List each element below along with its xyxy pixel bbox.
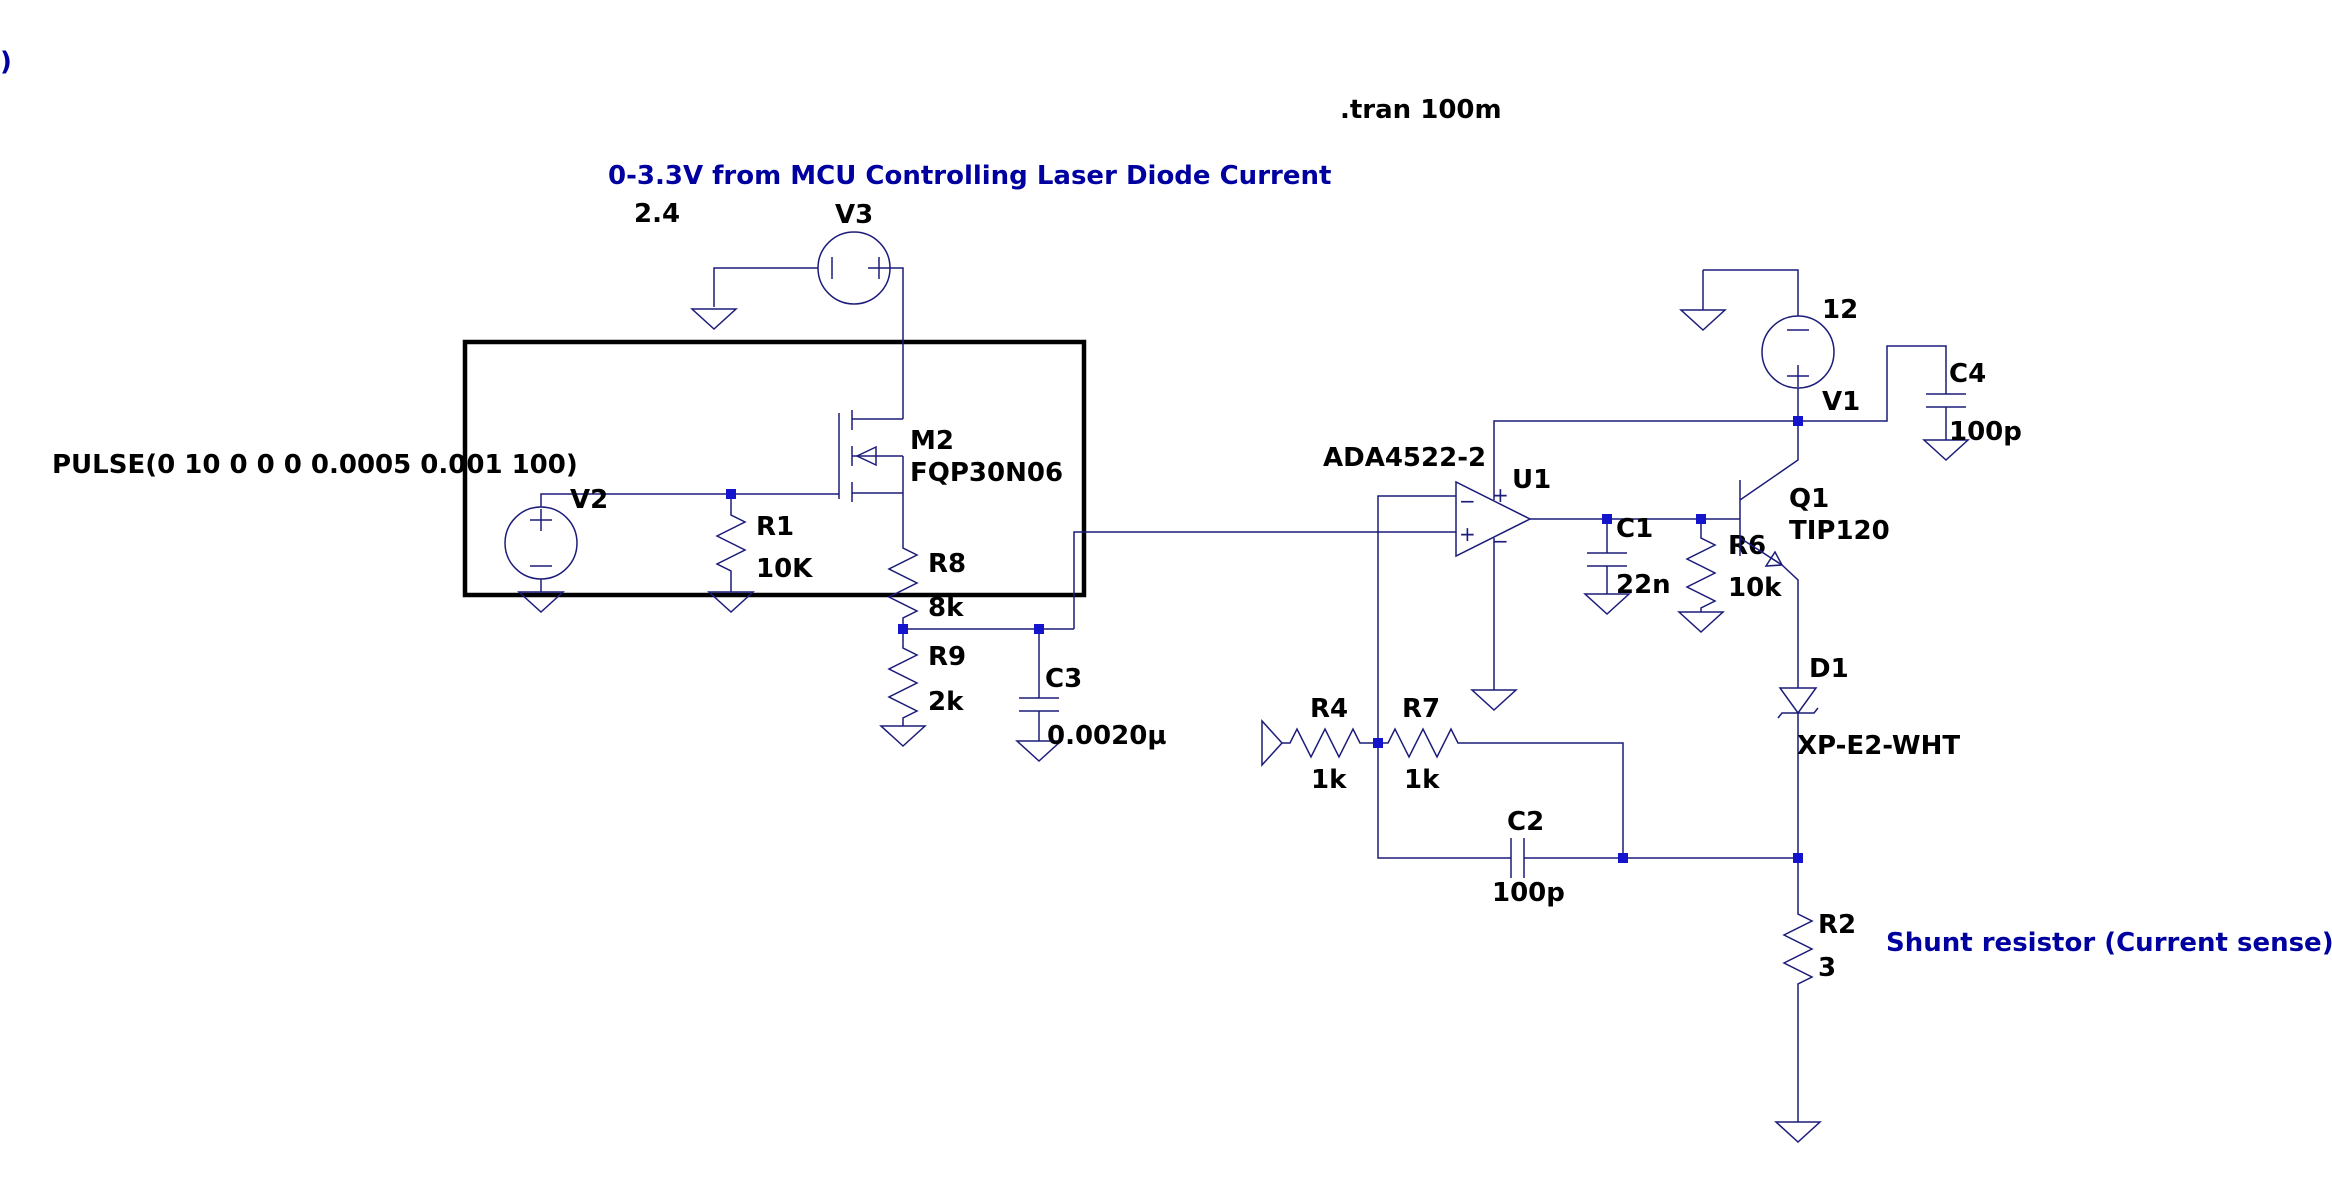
- resistor-r8[interactable]: [887, 540, 919, 629]
- transistor-q1[interactable]: [1723, 421, 1799, 688]
- c3-name-label: C3: [1045, 664, 1082, 694]
- junction-node: [726, 489, 736, 499]
- r1-name-label: R1: [756, 512, 794, 542]
- wire-v1-top: [1703, 269, 1799, 316]
- r2-name-label: R2: [1818, 910, 1856, 940]
- opamp-minus-supply: −: [1492, 529, 1509, 553]
- wire-r7-c2: [1465, 742, 1624, 858]
- junction-node: [1373, 738, 1383, 748]
- comment-shunt-resistor: Shunt resistor (Current sense): [1886, 928, 2332, 958]
- junction-node: [1618, 853, 1628, 863]
- comment-mcu-control: 0-3.3V from MCU Controlling Laser Diode …: [608, 161, 1331, 191]
- ground-icon-v3: [690, 308, 738, 331]
- junction-node: [898, 624, 908, 634]
- c4-value-label: 100p: [1949, 417, 2022, 447]
- opamp-triangle-icon: [1455, 480, 1532, 558]
- highlight-box: [462, 339, 1087, 598]
- resistor-r1[interactable]: [715, 507, 747, 592]
- r6-value-label: 10k: [1728, 573, 1782, 603]
- c1-name-label: C1: [1616, 514, 1653, 544]
- ground-icon-r2: [1774, 1121, 1822, 1144]
- m2-value-label: FQP30N06: [910, 458, 1063, 488]
- r8-value-label: 8k: [928, 593, 964, 623]
- c2-value-label: 100p: [1492, 878, 1565, 908]
- junction-node: [1602, 514, 1612, 524]
- junction-node: [1034, 624, 1044, 634]
- ground-icon-r6: [1677, 611, 1725, 634]
- ground-icon-c1: [1583, 593, 1631, 616]
- mosfet-m2[interactable]: [731, 410, 904, 502]
- wire-opamp-vplus: [1493, 420, 1798, 500]
- r1-value-label: 10K: [756, 554, 813, 584]
- r4-name-label: R4: [1310, 694, 1348, 724]
- m2-name-label: M2: [910, 426, 954, 456]
- resistor-r2[interactable]: [1782, 906, 1814, 1122]
- resistor-r4[interactable]: [1282, 727, 1378, 759]
- c4-name-label: C4: [1949, 359, 1986, 389]
- mosfet-arrow-icon: [855, 445, 877, 467]
- u1-name-label: U1: [1512, 465, 1551, 495]
- diode-triangle-icon: [1778, 687, 1818, 715]
- opamp-plus-supply: +: [1492, 483, 1509, 507]
- ground-icon-c4: [1922, 439, 1970, 462]
- ground-icon-c3: [1015, 740, 1063, 763]
- capacitor-c3[interactable]: [1019, 697, 1059, 712]
- resistor-r7[interactable]: [1378, 727, 1465, 759]
- ground-icon-r9: [879, 725, 927, 748]
- wire-v2-gate: [540, 493, 731, 507]
- c2-name-label: C2: [1507, 807, 1544, 837]
- ground-icon-v2: [517, 591, 565, 614]
- wire-divider-opamp: [1073, 531, 1456, 629]
- r4-value-label: 1k: [1311, 765, 1347, 795]
- v3-value-label: 2.4: [634, 199, 680, 229]
- tran-directive[interactable]: .tran 100m: [1340, 95, 1502, 125]
- voltage-source-v3[interactable]: [817, 231, 891, 305]
- capacitor-c1[interactable]: [1587, 552, 1627, 567]
- r6-name-label: R6: [1728, 531, 1766, 561]
- wire-v3-ground: [713, 267, 818, 307]
- v1-value-label: 12: [1822, 295, 1858, 325]
- q1-value-label: TIP120: [1789, 516, 1890, 546]
- voltage-source-v1[interactable]: [1761, 315, 1835, 389]
- capacitor-c2[interactable]: [1510, 838, 1525, 878]
- d1-value-label: XP-E2-WHT: [1797, 731, 1960, 761]
- junction-node: [1793, 416, 1803, 426]
- v1-name-label: V1: [1822, 387, 1860, 417]
- junction-node: [1793, 853, 1803, 863]
- v3-name-label: V3: [835, 200, 873, 230]
- v2-value-label: PULSE(0 10 0 0 0 0.0005 0.001 100): [52, 450, 578, 480]
- r9-name-label: R9: [928, 642, 966, 672]
- r2-value-label: 3: [1818, 953, 1836, 983]
- resistor-r6[interactable]: [1685, 530, 1717, 612]
- r7-value-label: 1k: [1404, 765, 1440, 795]
- u1-value-label: ADA4522-2: [1323, 443, 1486, 473]
- transistor-arrow-icon: [1764, 550, 1784, 567]
- q1-name-label: Q1: [1789, 484, 1829, 514]
- opamp-inverting: −: [1459, 489, 1476, 513]
- c3-value-label: 0.0020µ: [1047, 721, 1166, 751]
- r9-value-label: 2k: [928, 687, 964, 717]
- junction-node: [1696, 514, 1706, 524]
- capacitor-c4[interactable]: [1926, 393, 1966, 408]
- v2-name-label: V2: [570, 485, 608, 515]
- r8-name-label: R8: [928, 549, 966, 579]
- r7-name-label: R7: [1402, 694, 1440, 724]
- ground-icon-u1: [1470, 689, 1518, 712]
- d1-name-label: D1: [1809, 654, 1849, 684]
- ground-icon-r1: [707, 591, 755, 614]
- ground-icon-v1: [1679, 309, 1727, 332]
- wire-v3-drain: [890, 267, 904, 419]
- corner-mark: ): [0, 47, 12, 77]
- opamp-u1[interactable]: + − + −: [1455, 480, 1532, 558]
- c1-value-label: 22n: [1616, 570, 1671, 600]
- wire-c4: [1798, 345, 1947, 422]
- resistor-r9[interactable]: [887, 640, 919, 726]
- wire-feedback-left: [1377, 495, 1511, 859]
- voltage-source-v2[interactable]: [504, 506, 578, 580]
- opamp-noninverting: +: [1459, 522, 1476, 546]
- ground-icon-r4: [1261, 719, 1284, 767]
